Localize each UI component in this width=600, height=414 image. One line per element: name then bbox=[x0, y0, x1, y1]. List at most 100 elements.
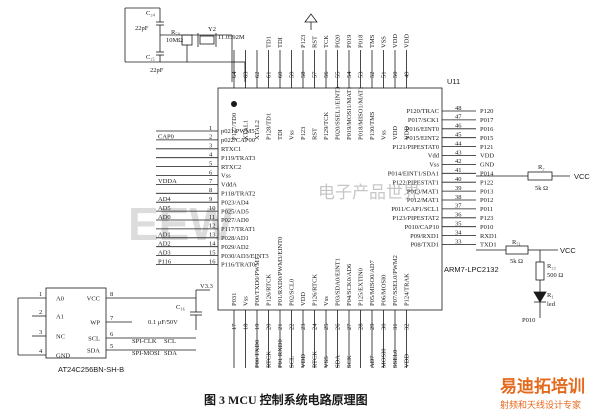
right-pin-label: P08/TXD1 bbox=[410, 242, 439, 249]
right-pin-label: P015/EINT2 bbox=[406, 135, 439, 142]
eeprom-pin-number: 7 bbox=[110, 315, 114, 322]
top-pin-number: 54 bbox=[346, 71, 353, 78]
eeprom-pin-label: WP bbox=[90, 320, 100, 327]
right-pin-net: TXD1 bbox=[480, 242, 497, 249]
left-pin-label: P117/TRAT1 bbox=[221, 226, 255, 233]
ground-symbol-icon bbox=[304, 13, 318, 30]
bottom-pin-net: SSEL0 bbox=[392, 350, 399, 368]
bottom-pin-number: 20 bbox=[266, 324, 273, 331]
bottom-pin-number: 21 bbox=[277, 324, 284, 331]
r2-value: 5k Ω bbox=[535, 185, 548, 192]
left-pin-label: P028/AD1 bbox=[221, 235, 249, 242]
eeprom-pin-label: SCL bbox=[88, 336, 100, 343]
top-pin-net: P020 bbox=[335, 35, 342, 48]
top-pin-label: P129/TCK bbox=[323, 112, 330, 140]
right-pin-net: P122 bbox=[480, 179, 493, 186]
right-pin-number: 34 bbox=[455, 229, 462, 236]
r22-ref: R₂₂ bbox=[547, 263, 556, 270]
eeprom-pin-label: SDA bbox=[87, 348, 100, 355]
top-pin-label: XTAL1 bbox=[243, 120, 250, 140]
bottom-pin-number: 27 bbox=[346, 323, 353, 330]
sda-net-b: SDA bbox=[164, 350, 177, 357]
bottom-pin-number: 29 bbox=[369, 324, 376, 331]
scl-net-b: SCL bbox=[164, 338, 176, 345]
bottom-pin-label: P05/MISO0/AD7 bbox=[369, 259, 376, 306]
right-pin-label: Vdd bbox=[428, 153, 440, 160]
eeprom-pin-number: 3 bbox=[39, 329, 42, 336]
right-pin-number: 38 bbox=[455, 194, 462, 201]
c16-value: 0.1 μF/50V bbox=[148, 319, 178, 326]
bottom-pin-number: 17 bbox=[231, 323, 238, 330]
right-pin-label: P123/PIPESTAT2 bbox=[392, 215, 439, 222]
c24-value: 22pF bbox=[135, 25, 149, 32]
right-pin-label: P013/MAT1 bbox=[407, 188, 439, 195]
left-pin-label: RTXC2 bbox=[221, 164, 241, 171]
right-pin-net: P010 bbox=[480, 224, 493, 231]
left-pin-net: AD1 bbox=[158, 232, 171, 239]
bottom-pin-number: 19 bbox=[254, 324, 261, 331]
right-pin-net: P120 bbox=[480, 108, 493, 115]
right-pin-number: 35 bbox=[455, 221, 462, 228]
top-pin-label: Vss bbox=[289, 130, 296, 140]
bottom-pin-net: RTCK bbox=[312, 351, 319, 368]
bottom-pin-label: Vss bbox=[243, 296, 250, 306]
eeprom-pin-number: 1 bbox=[39, 291, 42, 298]
right-pin-number: 37 bbox=[455, 203, 462, 210]
led-value: led bbox=[547, 301, 556, 308]
bottom-pin-label: P126/RTCK bbox=[312, 274, 319, 306]
left-pin-number: 3 bbox=[209, 143, 212, 150]
left-pin-number: 11 bbox=[209, 214, 215, 221]
right-pin-net: P013 bbox=[480, 188, 493, 195]
y2-value: 11.0592M bbox=[218, 34, 245, 41]
top-pin-label: P123 bbox=[300, 127, 307, 140]
left-pin-number: 14 bbox=[209, 241, 216, 248]
bottom-pin-number: 28 bbox=[358, 324, 365, 331]
eeprom-chip: AT24C256BN-SH-B bbox=[17, 287, 196, 374]
top-pin-net: TCK bbox=[323, 35, 330, 48]
top-pin-label: Vss bbox=[381, 130, 388, 140]
eeprom-pin-label: VCC bbox=[87, 296, 100, 303]
sda-net-a: SPI-MOSI bbox=[132, 350, 160, 357]
bottom-pin-number: 25 bbox=[323, 324, 330, 331]
top-pin-number: 59 bbox=[289, 72, 296, 79]
bottom-pin-label: P01/RXD0/PWM3/EINT0 bbox=[277, 237, 284, 306]
left-pin-net: CAP0 bbox=[158, 134, 174, 141]
top-pin-label: VDD bbox=[404, 126, 411, 140]
left-pin-number: 5 bbox=[209, 160, 212, 167]
bottom-pin-label: P07/SSEL0/PWM2 bbox=[392, 255, 399, 306]
right-pin-net: P017 bbox=[480, 117, 494, 124]
top-pin-number: 51 bbox=[381, 72, 388, 79]
bottom-pin-label: P02/SCL0 bbox=[289, 279, 296, 306]
right-pin-number: 44 bbox=[455, 140, 462, 147]
right-pin-net: VDD bbox=[480, 153, 494, 160]
crystal-circuit: C₂₄ 22pF R₅₀ 10MΩ Y2 11.0592M C₂₅ 22pF bbox=[124, 7, 246, 82]
top-pin-number: 56 bbox=[323, 71, 330, 78]
left-pin-label: P030/AD3/EINT3 bbox=[221, 253, 269, 260]
top-pin-label: P128/TD1 bbox=[266, 113, 273, 140]
left-pin-net: AD2 bbox=[158, 241, 171, 248]
bottom-pin-number: 24 bbox=[312, 323, 319, 330]
bottom-pin-net: AD7 bbox=[369, 355, 376, 368]
bottom-pin-label: P03/SDA0/EINT1 bbox=[335, 258, 342, 306]
r2-ref: R₂ bbox=[538, 164, 545, 171]
eeprom-pin-number: 2 bbox=[39, 309, 42, 316]
left-pin-net: AD0 bbox=[158, 214, 171, 221]
bottom-pin-label: P04/SCK0/AD6 bbox=[346, 263, 353, 306]
bottom-pin-label: P125/EXTIN0 bbox=[358, 268, 365, 306]
r50-value: 10MΩ bbox=[166, 37, 183, 44]
right-pin-net: RXD1 bbox=[480, 233, 497, 240]
left-pin-label: P119/TRAT3 bbox=[221, 155, 255, 162]
bottom-pin-label: Vss bbox=[323, 296, 330, 306]
bottom-pin-net: SCL bbox=[289, 356, 296, 368]
right-pin-number: 36 bbox=[455, 212, 462, 219]
right-pin-net: GND bbox=[480, 162, 494, 169]
right-pin-label: Vss bbox=[429, 162, 439, 169]
c25-ref: C₂₅ bbox=[146, 54, 155, 61]
mcu-ref: U11 bbox=[447, 77, 460, 86]
left-pin-number: 9 bbox=[209, 196, 212, 203]
right-pin-net: P014 bbox=[480, 171, 494, 178]
left-pin-label: RTXC1 bbox=[221, 146, 241, 153]
bottom-pin-number: 31 bbox=[392, 324, 399, 331]
bottom-pin-net: VDD bbox=[300, 354, 307, 368]
